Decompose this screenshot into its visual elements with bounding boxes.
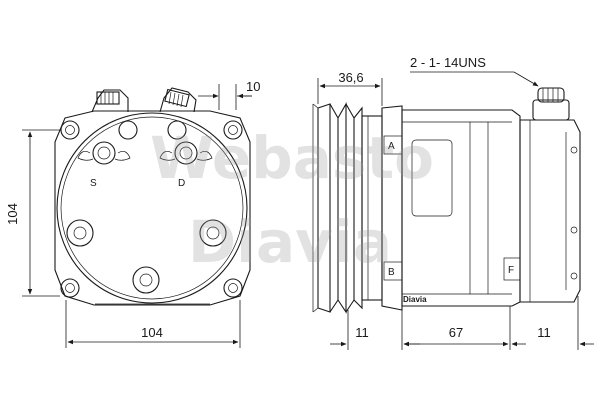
housing-circle <box>56 112 248 304</box>
dim-front-text: 11 <box>355 325 369 340</box>
bolt-boss-left <box>66 219 94 247</box>
dim-height-text: 104 <box>5 203 20 225</box>
dimension-port-10: 10 <box>198 79 260 110</box>
port-label-s: S <box>90 178 97 189</box>
corner-holes <box>60 120 243 298</box>
suction-port-boss <box>77 141 131 165</box>
dimension-bottom-chain: 11 67 11 <box>330 296 594 350</box>
bolt-boss-right <box>199 219 227 247</box>
mark-f: F <box>508 265 514 276</box>
dim-pulley-text: 36,6 <box>338 70 363 85</box>
plug-boss-right <box>167 120 187 140</box>
side-view: A B F Diavia <box>312 87 581 314</box>
service-ports <box>91 87 197 113</box>
housing-inner-circle <box>60 116 244 300</box>
watermark: Webasto Diavia <box>150 124 434 276</box>
dimension-pulley-36-6: 36,6 <box>317 70 383 106</box>
plug-boss-left <box>118 120 138 140</box>
dimension-height-104: 104 <box>5 129 60 297</box>
dim-width-text: 104 <box>141 325 163 340</box>
dim-rear-text: 11 <box>537 325 551 340</box>
brand-plate: Diavia <box>403 295 427 304</box>
watermark-line-2: Diavia <box>188 208 392 276</box>
dim-port-text: 10 <box>246 79 260 94</box>
thread-spec-text: 2 - 1- 14UNS <box>410 55 486 70</box>
rear-head <box>519 119 581 303</box>
bolt-boss-bottom <box>132 266 160 294</box>
front-view: S D <box>54 87 251 306</box>
mark-a: A <box>388 141 395 152</box>
dimension-width-104: 104 <box>65 300 241 348</box>
watermark-line-1: Webasto <box>150 124 434 192</box>
filler-plug <box>532 87 570 121</box>
body-window <box>411 139 453 217</box>
thread-callout: 2 - 1- 14UNS <box>410 55 539 87</box>
discharge-port-boss <box>159 141 213 165</box>
mark-b: B <box>388 267 395 278</box>
dim-body-text: 67 <box>449 325 463 340</box>
port-label-d: D <box>178 178 185 189</box>
mounting-plate <box>54 110 251 306</box>
